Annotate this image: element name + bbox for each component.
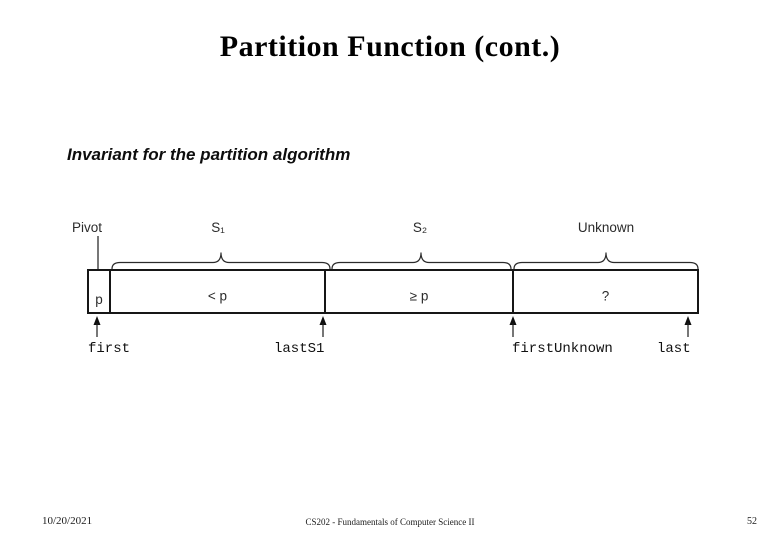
footer-page-number: 52: [747, 516, 757, 527]
first-pointer-label: first: [88, 341, 130, 357]
slide-subtitle: Invariant for the partition algorithm: [67, 145, 351, 164]
partition-invariant-diagram: Pivot S₁ S₂ Unknown p < p ≥ p ?: [72, 220, 699, 357]
first-pointer-arrow: [93, 316, 101, 337]
unknown-label: Unknown: [578, 220, 634, 235]
lastS1-pointer-arrow: [319, 316, 327, 337]
s2-brace: [331, 252, 512, 270]
last-pointer-arrow: [684, 316, 692, 337]
slide-title: Partition Function (cont.): [219, 30, 561, 63]
footer-course-title: CS202 - Fundamentals of Computer Science…: [305, 517, 475, 527]
pivot-label: Pivot: [72, 220, 102, 235]
cell-s1-value: < p: [208, 289, 227, 304]
footer-date: 10/20/2021: [42, 515, 93, 527]
firstUnknown-pointer-label: firstUnknown: [512, 341, 613, 357]
s2-label: S₂: [413, 220, 427, 235]
array-box: [87, 269, 699, 314]
cell-unknown-value: ?: [602, 289, 610, 304]
s1-label: S₁: [211, 220, 225, 235]
unknown-brace: [513, 252, 699, 270]
firstUnknown-pointer-arrow: [509, 316, 517, 337]
s1-brace: [111, 252, 331, 270]
cell-pivot-value: p: [95, 292, 103, 307]
last-pointer-label: last: [657, 341, 691, 357]
lastS1-pointer-label: lastS1: [274, 341, 324, 357]
cell-s2-value: ≥ p: [410, 289, 429, 304]
